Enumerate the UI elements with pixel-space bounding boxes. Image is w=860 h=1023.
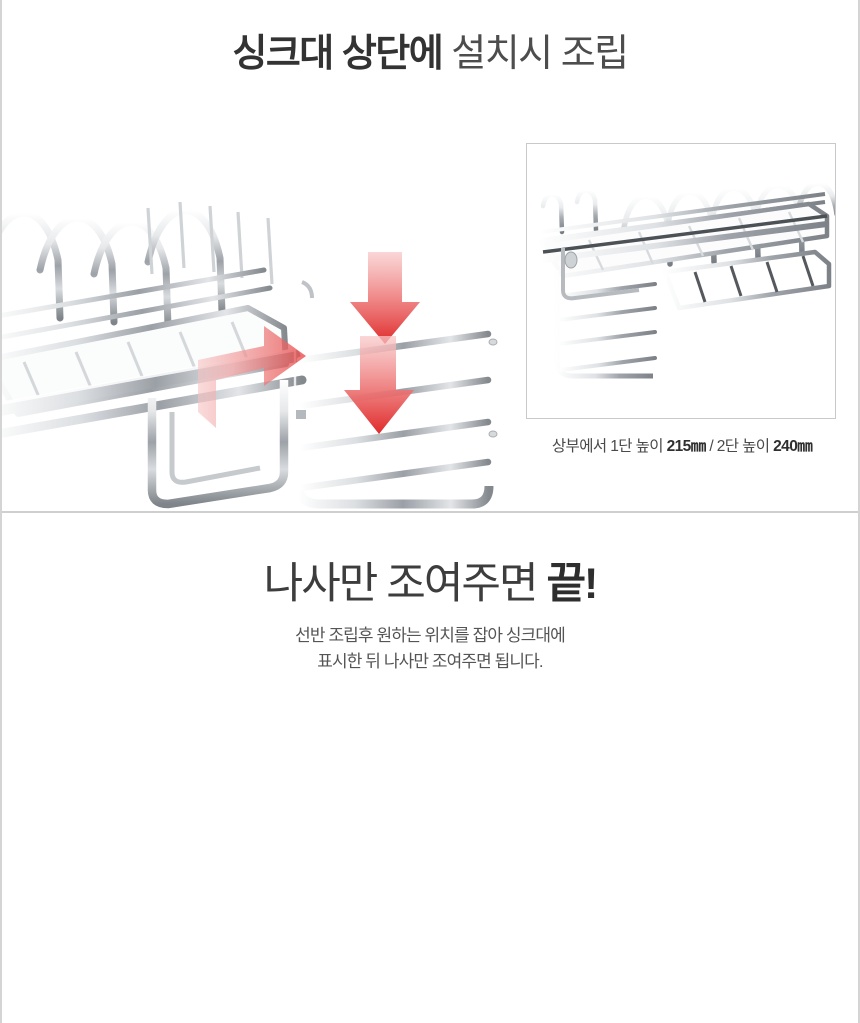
section-divider: [2, 511, 858, 513]
section-one-heading-light: 설치시 조립: [451, 33, 629, 75]
horizontal-insert-arrow: [198, 326, 306, 428]
section-two-heading-strong: 끝!: [546, 560, 598, 608]
install-top-section: 싱크대 상단에 설치시 조립: [2, 0, 858, 511]
inset-photo-caption: 상부에서 1단 높이 215㎜ / 2단 높이 240㎜: [512, 436, 852, 458]
subheading-line-2: 표시한 뒤 나사만 조여주면 됩니다.: [317, 652, 543, 671]
hero-product-photo: [2, 112, 522, 510]
down-arrow-upper: [350, 252, 420, 344]
subheading-line-1: 선반 조립후 원하는 위치를 잡아 싱크대에: [295, 626, 566, 645]
caption-prefix: 상부에서 1단 높이: [551, 438, 667, 455]
section-one-heading-strong: 싱크대 상단에: [232, 33, 443, 75]
caption-value-tier1: 215㎜: [666, 438, 707, 455]
section-one-heading: 싱크대 상단에 설치시 조립: [2, 30, 858, 78]
caption-middle: / 2단 높이: [705, 438, 774, 455]
install-result-inset-photo: [526, 143, 836, 419]
down-arrow-lower: [344, 336, 414, 434]
section-two-heading-light: 나사만 조여주면: [263, 560, 547, 608]
caption-value-tier2: 240㎜: [773, 438, 813, 455]
section-two-heading: 나사만 조여주면 끝!: [2, 557, 858, 611]
screw-install-section: 나사만 조여주면 끝! 선반 조립후 원하는 위치를 잡아 싱크대에 표시한 뒤…: [2, 513, 858, 1023]
section-two-subheading: 선반 조립후 원하는 위치를 잡아 싱크대에 표시한 뒤 나사만 조여주면 됩니…: [2, 623, 858, 675]
